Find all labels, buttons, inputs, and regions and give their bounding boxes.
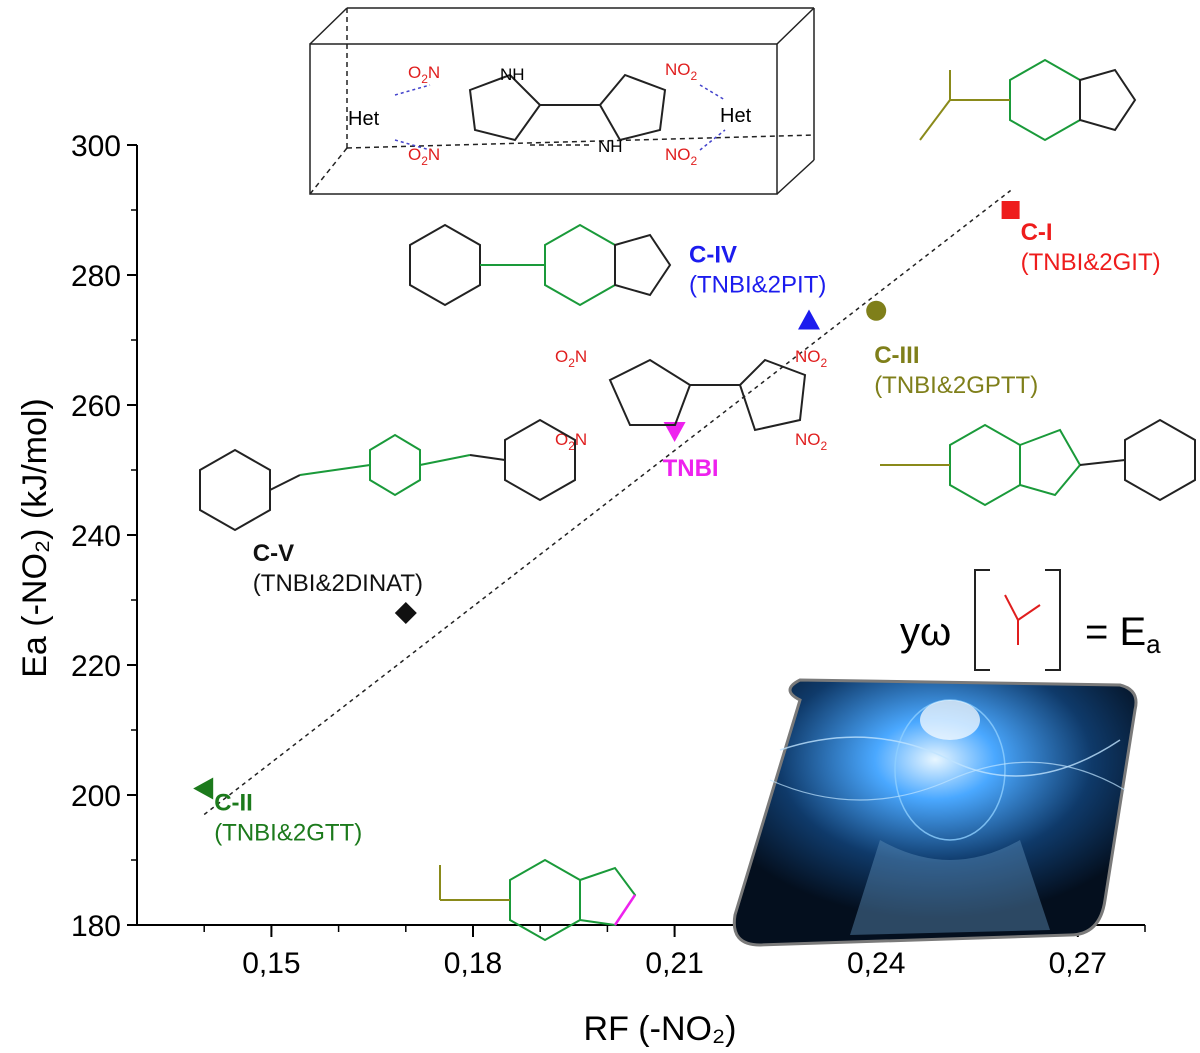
- y-tick-label: 280: [71, 260, 121, 293]
- svg-text:O2N: O2N: [408, 63, 440, 86]
- y-tick-label: 260: [71, 390, 121, 423]
- point-c-iv-code-label: C-IV: [689, 242, 737, 269]
- x-tick-label: 0,24: [847, 947, 905, 980]
- svg-text:NO2: NO2: [795, 347, 828, 370]
- svg-text:NO2: NO2: [665, 60, 698, 83]
- x-tick-label: 0,18: [444, 947, 502, 980]
- svg-text:O2N: O2N: [555, 347, 587, 370]
- y-axis-title: Ea (-NO₂) (kJ/mol): [16, 398, 54, 678]
- y-tick-label: 220: [71, 650, 121, 683]
- x-ticks: 0,15 0,18 0,21 0,24 0,27: [203, 925, 1146, 980]
- c3-structure: [880, 418, 1196, 507]
- x-tick-label: 0,21: [645, 947, 703, 980]
- c1-structure: [919, 58, 1137, 142]
- point-c-iii-name-label: (TNBI&2GPTT): [874, 372, 1038, 399]
- c2-structure: [439, 858, 637, 942]
- point-c-ii-name-label: (TNBI&2GTT): [214, 820, 362, 847]
- point-c-ii: [193, 777, 214, 800]
- point-c-iii-code-label: C-III: [874, 342, 919, 369]
- point-c-i: [1001, 201, 1020, 219]
- x-axis-title: RF (-NO₂): [584, 1010, 737, 1048]
- x-tick-label: 0,15: [242, 947, 300, 980]
- svg-text:NO2: NO2: [665, 145, 698, 168]
- y-tick-label: 240: [71, 520, 121, 553]
- het-label-left: Het: [348, 108, 380, 130]
- y-tick-label: 300: [71, 130, 121, 163]
- svg-text:O2N: O2N: [555, 430, 587, 453]
- point-tnbi-code-label: TNBI: [663, 455, 719, 482]
- data-points: [193, 201, 1020, 800]
- svg-text:= Ea: = Ea: [1085, 610, 1161, 659]
- point-c-v-code-label: C-V: [253, 540, 294, 567]
- nh-label: NH: [500, 65, 525, 84]
- point-c-iii: [866, 300, 887, 321]
- c4-structure: [409, 223, 672, 307]
- svg-text:O2N: O2N: [408, 145, 440, 168]
- point-tnbi: [663, 422, 686, 442]
- point-c-iv: [798, 309, 820, 330]
- ai-head-illustration: [732, 678, 1138, 947]
- point-c-v-name-label: (TNBI&2DINAT): [253, 570, 423, 597]
- point-c-iv-name-label: (TNBI&2PIT): [689, 272, 826, 299]
- point-labels: C-I (TNBI&2GIT) C-II (TNBI&2GTT) C-III (TNBI&…: [214, 219, 1160, 847]
- y-tick-label: 200: [71, 780, 121, 813]
- point-c-ii-code-label: C-II: [214, 790, 253, 817]
- tnbi-molecule: O2N O2N NO2 NO2: [555, 347, 828, 453]
- point-c-v: [394, 602, 417, 624]
- het-label-right: Het: [720, 105, 752, 127]
- equation: yω = Ea: [900, 569, 1161, 671]
- equation-rhs: = E: [1085, 610, 1146, 654]
- svg-text:NO2: NO2: [795, 430, 828, 453]
- nh-label-2: NH: [598, 137, 623, 156]
- y-ticks: 180 200 220 240 260 280 300: [71, 130, 137, 943]
- trend-line: [203, 189, 1012, 816]
- tnbi-in-box-structure: Het Het NH NH O2N O2N NO2 NO2: [348, 60, 752, 168]
- tnbi-cocrystal-box: [309, 7, 815, 195]
- y-tick-label: 180: [71, 910, 121, 943]
- x-tick-label: 0,27: [1049, 947, 1107, 980]
- point-c-i-code-label: C-I: [1021, 219, 1053, 246]
- c5-structure: [199, 418, 576, 532]
- point-c-i-name-label: (TNBI&2GIT): [1021, 249, 1161, 276]
- equation-rhs-sub: a: [1146, 629, 1161, 659]
- equation-lhs: yω: [900, 610, 951, 654]
